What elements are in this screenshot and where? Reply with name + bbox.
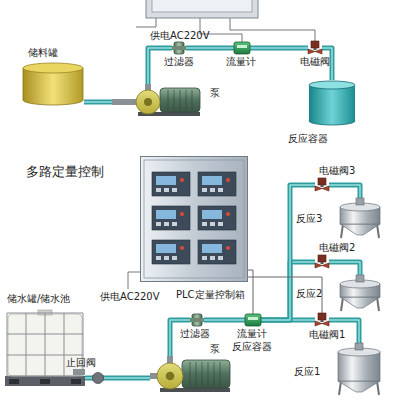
solenoid-valve-shape: [315, 178, 329, 192]
storage-tank-shape: [22, 62, 84, 106]
pipe-highlight: [250, 47, 308, 49]
pipe-highlight: [84, 101, 112, 103]
pipe: [250, 46, 308, 51]
pipe-highlight: [329, 185, 360, 198]
check-valve: 止回阀: [92, 372, 104, 384]
pipe: [261, 185, 315, 320]
solenoid-valve: 电磁阀: [308, 41, 322, 55]
component-label: 泵: [210, 86, 220, 99]
component-label: 储水罐/储水池: [7, 292, 70, 305]
pipe-highlight: [104, 377, 150, 379]
component-label: 流量计: [237, 327, 267, 340]
pump-shape: [112, 84, 202, 116]
component-label: 反应3: [296, 212, 322, 225]
control-wire: [248, 277, 322, 313]
flowmeter: 流量计: [234, 42, 250, 54]
solenoid-valve-shape: [315, 313, 329, 327]
section-title: 多路定量控制: [26, 164, 104, 180]
component-label: 过滤器: [164, 55, 194, 68]
solenoid-valve: 电磁阀3: [315, 178, 329, 192]
reactor-shape: [338, 275, 382, 311]
pipe-highlight: [329, 262, 360, 275]
text-label: 供电AC220V: [150, 29, 210, 42]
reaction-vessel-shape: [308, 80, 356, 126]
pipe: [104, 376, 150, 381]
filter: 过滤器: [172, 42, 186, 54]
component-label: 过滤器: [180, 327, 210, 340]
pipe: [204, 318, 245, 323]
pipe-highlight: [186, 47, 234, 49]
storage-tank: 储料罐: [22, 62, 84, 106]
filter-shape: [172, 42, 186, 54]
component-label: 反应容器: [288, 132, 328, 145]
component-label: 流量计: [226, 55, 256, 68]
water-tank: 储水罐/储水池: [5, 308, 85, 386]
component-label: 电磁阀1: [309, 328, 345, 341]
text-label: 反应容器: [232, 340, 272, 353]
pipe: [85, 376, 92, 381]
pipe-highlight: [85, 377, 92, 379]
component-label: 泵: [210, 342, 220, 355]
reaction-vessel: 反应容器: [308, 80, 356, 126]
signal-wire: [230, 18, 315, 41]
reactor: 反应3: [338, 198, 382, 238]
component-label: 储料罐: [28, 46, 58, 59]
reactor: 反应1: [336, 343, 382, 395]
pipe-highlight: [261, 185, 315, 320]
text-label: 供电AC220V: [100, 290, 160, 303]
reactor-shape: [336, 343, 382, 395]
power-wire: [128, 272, 140, 289]
filter-shape: [190, 314, 204, 326]
pump-shape: [150, 356, 232, 392]
plc-cabinet: PLC定量控制箱: [140, 156, 248, 282]
top-control-box-panel: [152, 0, 252, 12]
pipe: [329, 185, 360, 198]
component-label: 电磁阀3: [319, 164, 355, 177]
pipe: [329, 262, 360, 275]
filter: 过滤器: [190, 314, 204, 326]
component-label: 反应1: [294, 365, 320, 378]
power-wire: [136, 18, 156, 27]
pump: 泵: [150, 356, 232, 392]
solenoid-valve: 电磁阀1: [315, 313, 329, 327]
check-valve-shape: [92, 372, 104, 384]
pipe: [84, 100, 112, 105]
solenoid-valve-shape: [308, 41, 322, 55]
pump: 泵: [112, 84, 202, 116]
reactor: 反应2: [338, 275, 382, 311]
component-label: 电磁阀2: [319, 241, 355, 254]
component-label: 电磁阀: [300, 55, 330, 68]
solenoid-valve: 电磁阀2: [315, 255, 329, 269]
flowmeter-shape: [245, 314, 261, 326]
flowmeter: 流量计: [245, 314, 261, 326]
pipe: [186, 46, 234, 51]
pipe-highlight: [204, 319, 245, 321]
component-label: 反应2: [296, 287, 322, 300]
water-tank-shape: [5, 308, 85, 386]
reactor-shape: [338, 198, 382, 238]
top-control-box: [146, 0, 258, 18]
flowmeter-shape: [234, 42, 250, 54]
component-label: 止回阀: [66, 356, 96, 369]
solenoid-valve-shape: [315, 255, 329, 269]
plc-cabinet-shape: [140, 156, 248, 282]
component-label: PLC定量控制箱: [176, 288, 245, 301]
